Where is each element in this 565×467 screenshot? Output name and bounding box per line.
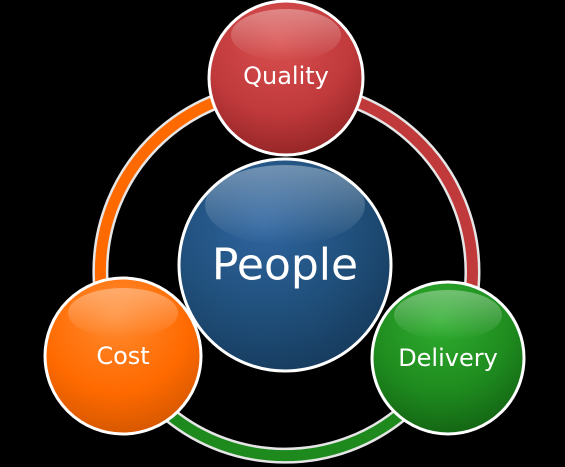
- node-delivery: Delivery: [370, 280, 526, 436]
- node-delivery-label: Delivery: [398, 344, 498, 372]
- ring-arc-cost-delivery-fill: [164, 409, 406, 462]
- node-quality-label: Quality: [243, 62, 329, 90]
- node-people-shine: [205, 165, 365, 245]
- node-cost-shine: [68, 288, 178, 338]
- node-delivery-shine: [394, 290, 502, 340]
- node-quality: Quality: [207, 0, 365, 157]
- node-people: People: [177, 157, 393, 373]
- node-cost-label: Cost: [96, 342, 149, 370]
- node-cost: Cost: [43, 276, 203, 436]
- node-quality-shine: [231, 9, 341, 61]
- node-people-label: People: [212, 240, 358, 291]
